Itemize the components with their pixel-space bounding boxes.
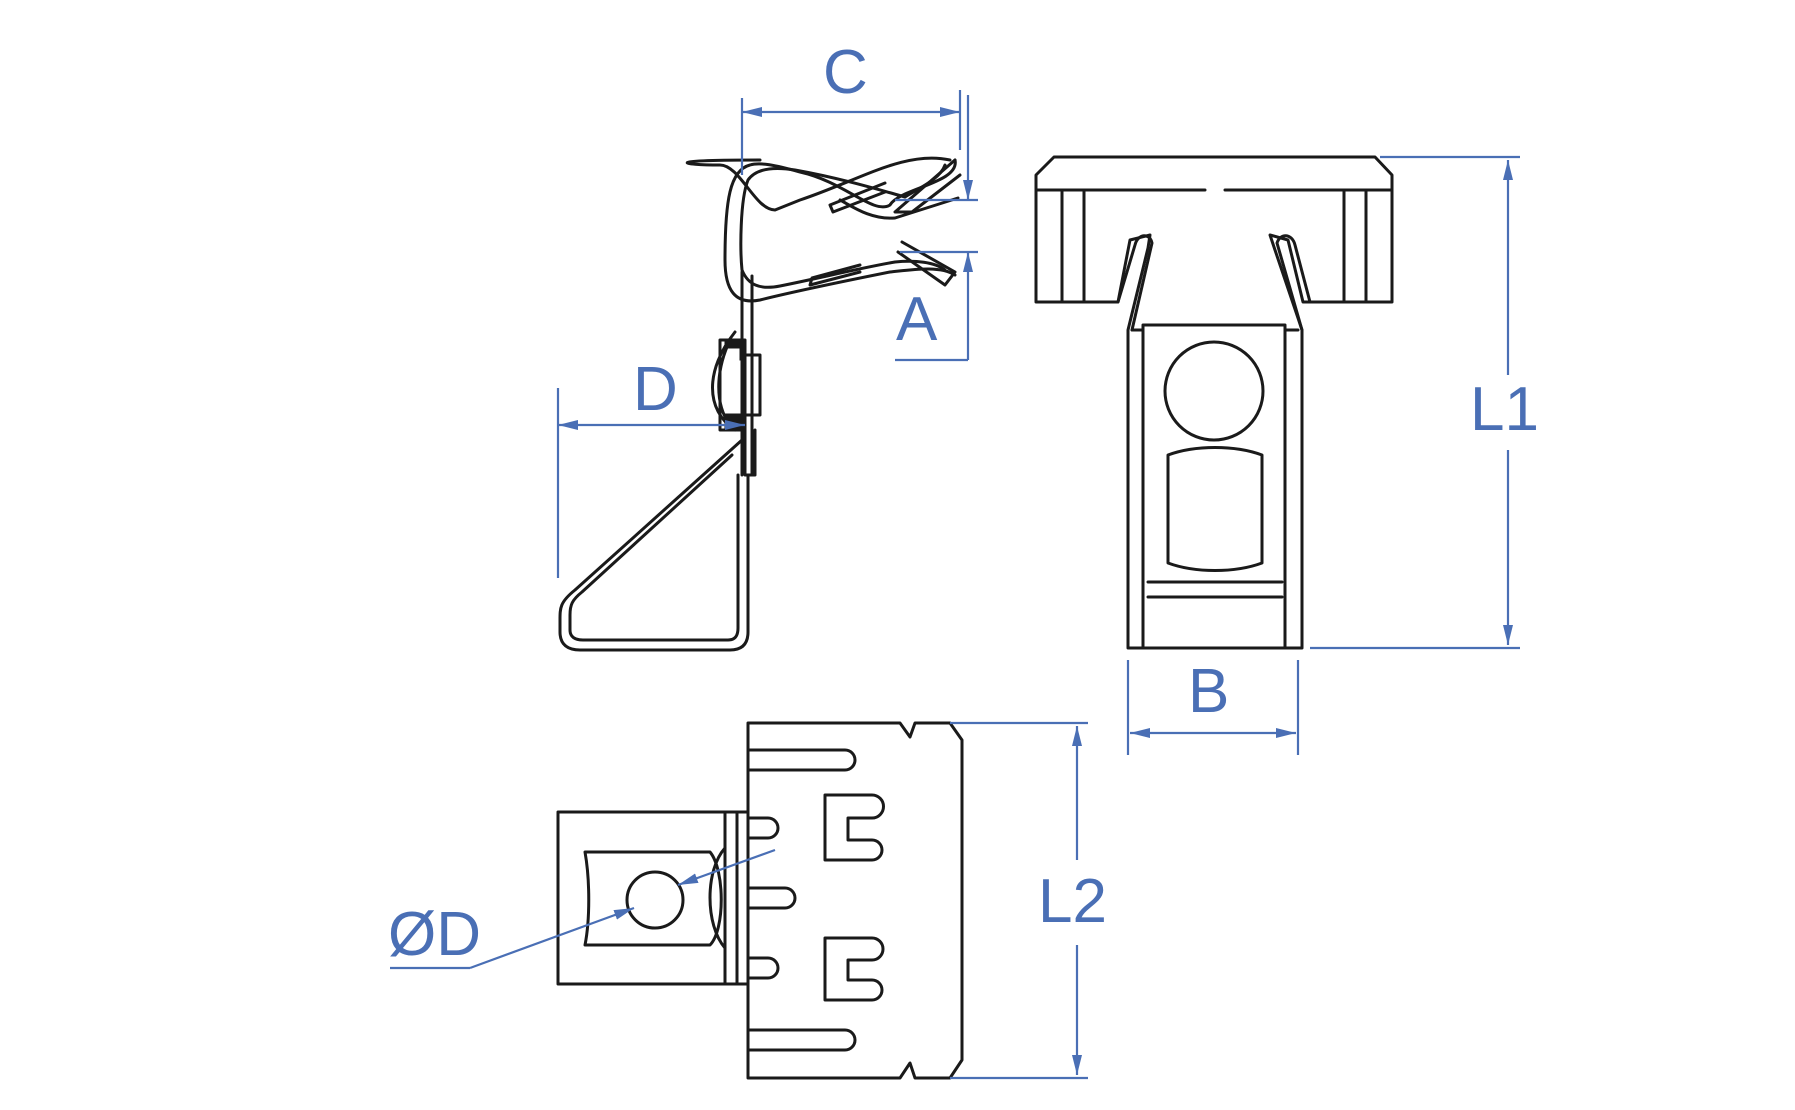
- label-l1: L1: [1470, 375, 1539, 444]
- top-plate-outline: [746, 721, 964, 1080]
- slot-top: [746, 748, 857, 772]
- slot-small-b: [746, 956, 780, 980]
- body-rib-lines: [1146, 580, 1284, 599]
- right-arm: [1275, 234, 1312, 332]
- top-view: [556, 721, 964, 1080]
- dimension-labels: C A D L1 B L2 ØD: [388, 38, 1539, 969]
- body-inner-sides: [1141, 328, 1287, 650]
- upper-tooth: [893, 158, 962, 214]
- nut-plate-bend: [708, 846, 727, 950]
- round-hole: [1163, 340, 1265, 442]
- front-view: [1034, 155, 1394, 650]
- dim-od-leader: [469, 906, 635, 970]
- slot-small-a: [746, 816, 780, 840]
- label-a: A: [896, 285, 938, 354]
- clip-inner-loop: [739, 163, 947, 289]
- lower-inner-tab: [808, 263, 862, 287]
- lower-loop-outer: [558, 438, 750, 652]
- upper-inner-tab: [828, 181, 887, 214]
- upper-jaw-outer: [685, 156, 960, 220]
- left-arm: [1116, 234, 1154, 332]
- t-head-outline: [1034, 155, 1394, 650]
- lower-loop-inner: [568, 453, 740, 642]
- nut-dark-bottom: [724, 413, 746, 431]
- dimension-lines: [390, 90, 1520, 1080]
- slot-mid: [746, 886, 797, 910]
- right-tab: [1342, 188, 1368, 304]
- side-view: [558, 156, 962, 652]
- label-d: D: [633, 355, 678, 424]
- label-l2: L2: [1038, 867, 1107, 936]
- slot-window: [1166, 446, 1264, 572]
- body-top: [1130, 323, 1300, 332]
- nut-dark-top: [724, 339, 746, 361]
- label-c: C: [823, 38, 868, 107]
- label-od: ØD: [388, 900, 481, 969]
- nut-slot: [583, 850, 723, 947]
- left-tab: [1060, 188, 1086, 304]
- e-cutout-lower: [823, 936, 885, 1002]
- e-cutout-upper: [823, 793, 885, 862]
- label-b: B: [1188, 657, 1229, 726]
- nut-plate: [556, 810, 750, 986]
- clip-outer-loop: [723, 158, 957, 303]
- nut-plate-inner: [723, 810, 739, 986]
- slot-bottom: [746, 1028, 857, 1052]
- nut-side: [743, 428, 757, 477]
- nut-hole: [625, 870, 685, 930]
- lower-tooth: [896, 240, 957, 287]
